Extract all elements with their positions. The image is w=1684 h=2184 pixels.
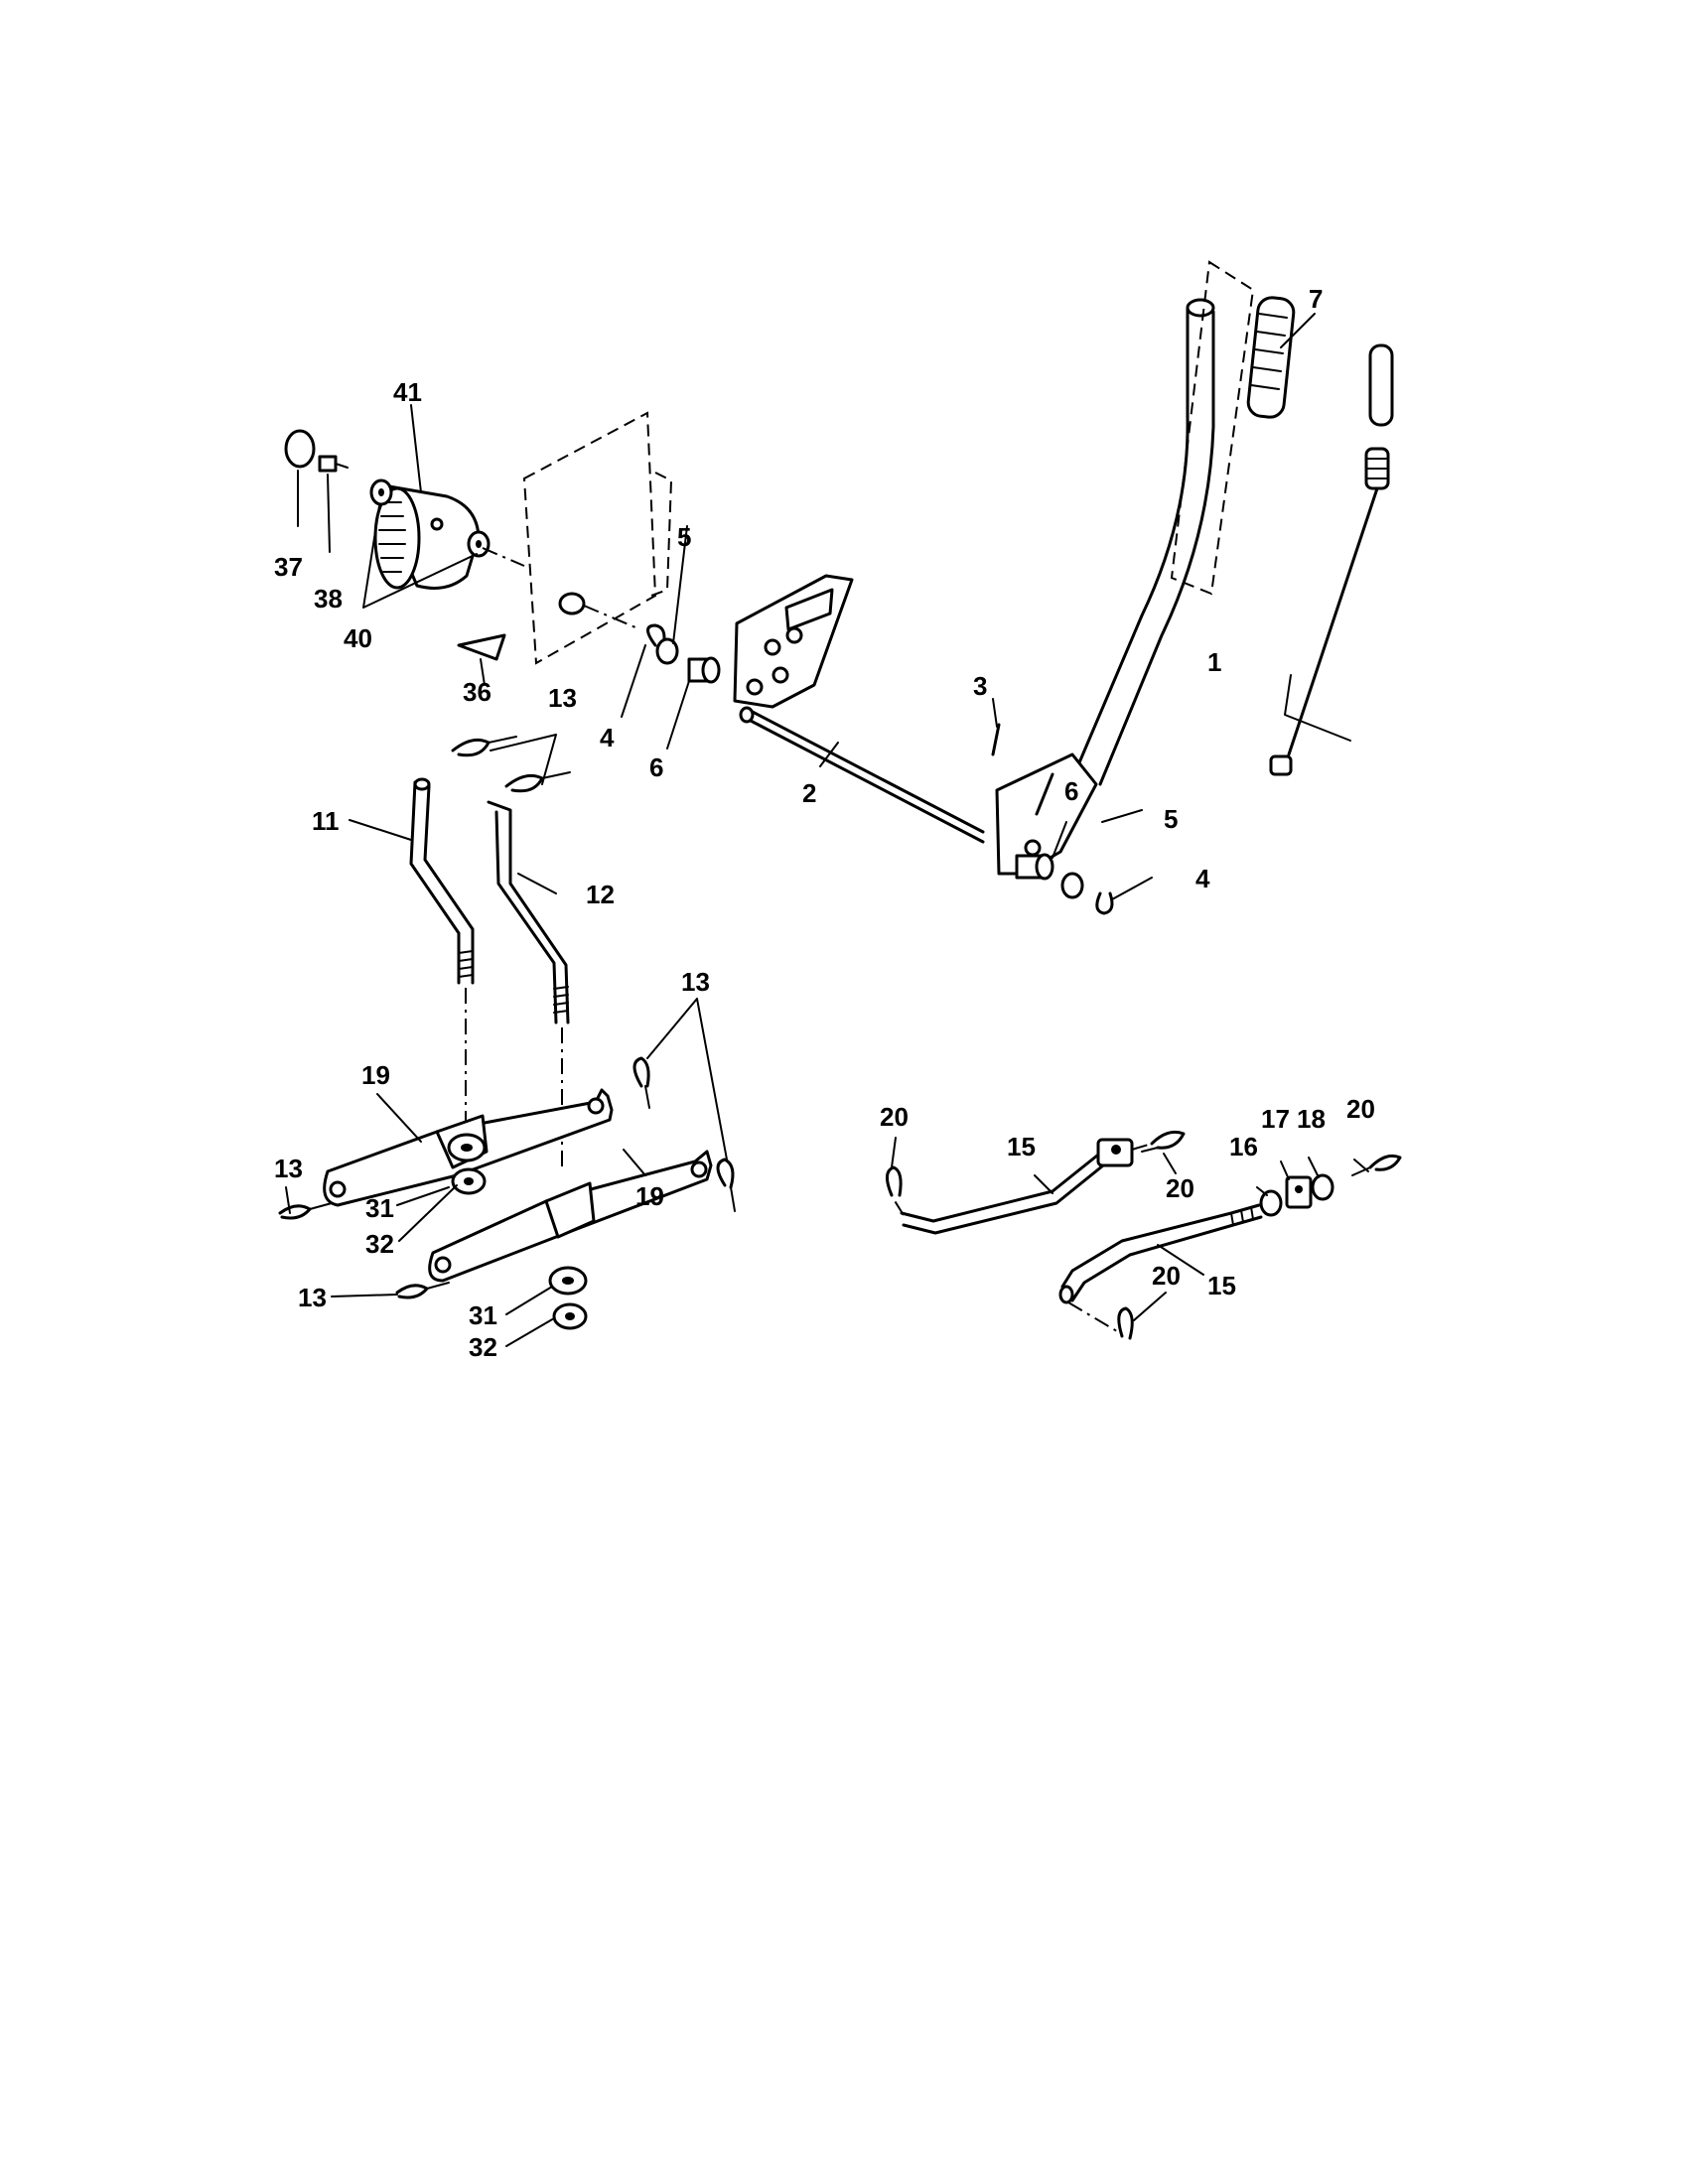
label-part-16: 16 <box>1229 1132 1258 1161</box>
washer-part-5-left <box>655 637 679 665</box>
washer-part-5-right <box>1060 872 1084 899</box>
leader-lines <box>285 313 1369 1347</box>
hairpin-part-20-d <box>1351 1154 1402 1176</box>
label-part-36: 36 <box>463 677 491 707</box>
label-part-31-lower: 31 <box>469 1300 497 1330</box>
label-part-6-right: 6 <box>1064 776 1078 806</box>
label-part-5-left: 5 <box>677 522 691 552</box>
shaft-part-2 <box>739 706 985 844</box>
label-part-20-c: 20 <box>1346 1094 1375 1124</box>
label-part-19-upper: 19 <box>361 1060 390 1090</box>
bracket-plate <box>733 574 854 709</box>
label-part-15-lower: 15 <box>1207 1271 1236 1300</box>
label-part-4-left: 4 <box>600 723 615 752</box>
label-part-37: 37 <box>274 552 303 582</box>
label-part-1: 1 <box>1207 647 1221 677</box>
label-part-13-lower-right: 13 <box>681 967 710 997</box>
label-part-32-upper: 32 <box>365 1229 394 1259</box>
hairpin-part-20-b <box>1141 1130 1186 1153</box>
label-part-2: 2 <box>802 778 816 808</box>
grip-part-7 <box>1170 260 1296 596</box>
rod-15-upper-pin-axis <box>1131 1143 1153 1151</box>
label-part-20-b: 20 <box>1166 1173 1194 1203</box>
bushing-part-31-upper <box>447 1133 487 1162</box>
clip-part-36 <box>457 633 506 661</box>
panel-outline <box>522 411 673 665</box>
bushing-part-31-lower <box>548 1266 588 1296</box>
clip-part-4-right <box>1095 891 1114 915</box>
hairpin-part-13-top <box>451 736 571 793</box>
part-labels: 1 2 3 4 4 5 5 6 6 7 11 12 13 13 13 13 15… <box>274 284 1375 1362</box>
nut-part-16 <box>1259 1189 1283 1217</box>
label-part-6-left: 6 <box>649 752 663 782</box>
rod-15-upper-axis <box>893 1198 905 1216</box>
block-part-17 <box>1285 1175 1313 1209</box>
nut-part-32-upper <box>451 1167 487 1195</box>
ring-part-37 <box>284 429 316 469</box>
label-part-12: 12 <box>586 880 615 909</box>
label-part-13-bottom: 13 <box>298 1283 327 1312</box>
hairpin-part-20-a <box>886 1165 903 1197</box>
hairpin-part-20-c <box>1117 1306 1134 1340</box>
label-part-13-lower-left: 13 <box>274 1154 303 1183</box>
label-part-11: 11 <box>312 806 340 836</box>
label-part-38: 38 <box>314 584 343 614</box>
label-part-31-upper: 31 <box>365 1193 394 1223</box>
label-part-18: 18 <box>1297 1104 1326 1134</box>
rod-part-12 <box>487 800 570 1024</box>
label-part-15-upper: 15 <box>1007 1132 1036 1161</box>
rod-part-15-upper <box>900 1138 1134 1235</box>
label-part-41: 41 <box>393 377 422 407</box>
knob-axis-line <box>482 547 525 567</box>
knob-part-41 <box>373 484 481 590</box>
label-part-5-right: 5 <box>1164 804 1178 834</box>
washer-part-40b <box>467 530 491 558</box>
label-part-7: 7 <box>1309 284 1323 314</box>
label-part-13-top: 13 <box>548 683 577 713</box>
bushing-part-6-left <box>687 656 721 684</box>
rod-part-15-lower <box>1058 1203 1263 1304</box>
rod-15-lower-axis <box>1067 1301 1123 1335</box>
washer-part-40a <box>369 478 393 506</box>
washer-part-18 <box>1311 1173 1334 1201</box>
lift-lever <box>995 298 1215 876</box>
panel-nut <box>558 592 636 628</box>
cable-part-1 <box>1269 343 1394 776</box>
label-part-4-right: 4 <box>1195 864 1210 893</box>
screw-part-38 <box>318 455 349 473</box>
label-part-20-d: 20 <box>1152 1261 1181 1291</box>
bushing-part-6-right <box>1015 853 1054 881</box>
label-part-32-lower: 32 <box>469 1332 497 1362</box>
label-part-40: 40 <box>344 623 372 653</box>
nut-part-32-lower <box>552 1302 588 1330</box>
pin-part-3 <box>991 723 1001 756</box>
label-part-19-lower: 19 <box>635 1181 664 1211</box>
lift-link-part-19-lower <box>428 1150 713 1283</box>
label-part-17: 17 <box>1261 1104 1290 1134</box>
clip-part-4-left <box>646 623 666 647</box>
label-part-3: 3 <box>973 671 987 701</box>
label-part-20-a: 20 <box>880 1102 909 1132</box>
rod-part-11 <box>409 777 475 985</box>
